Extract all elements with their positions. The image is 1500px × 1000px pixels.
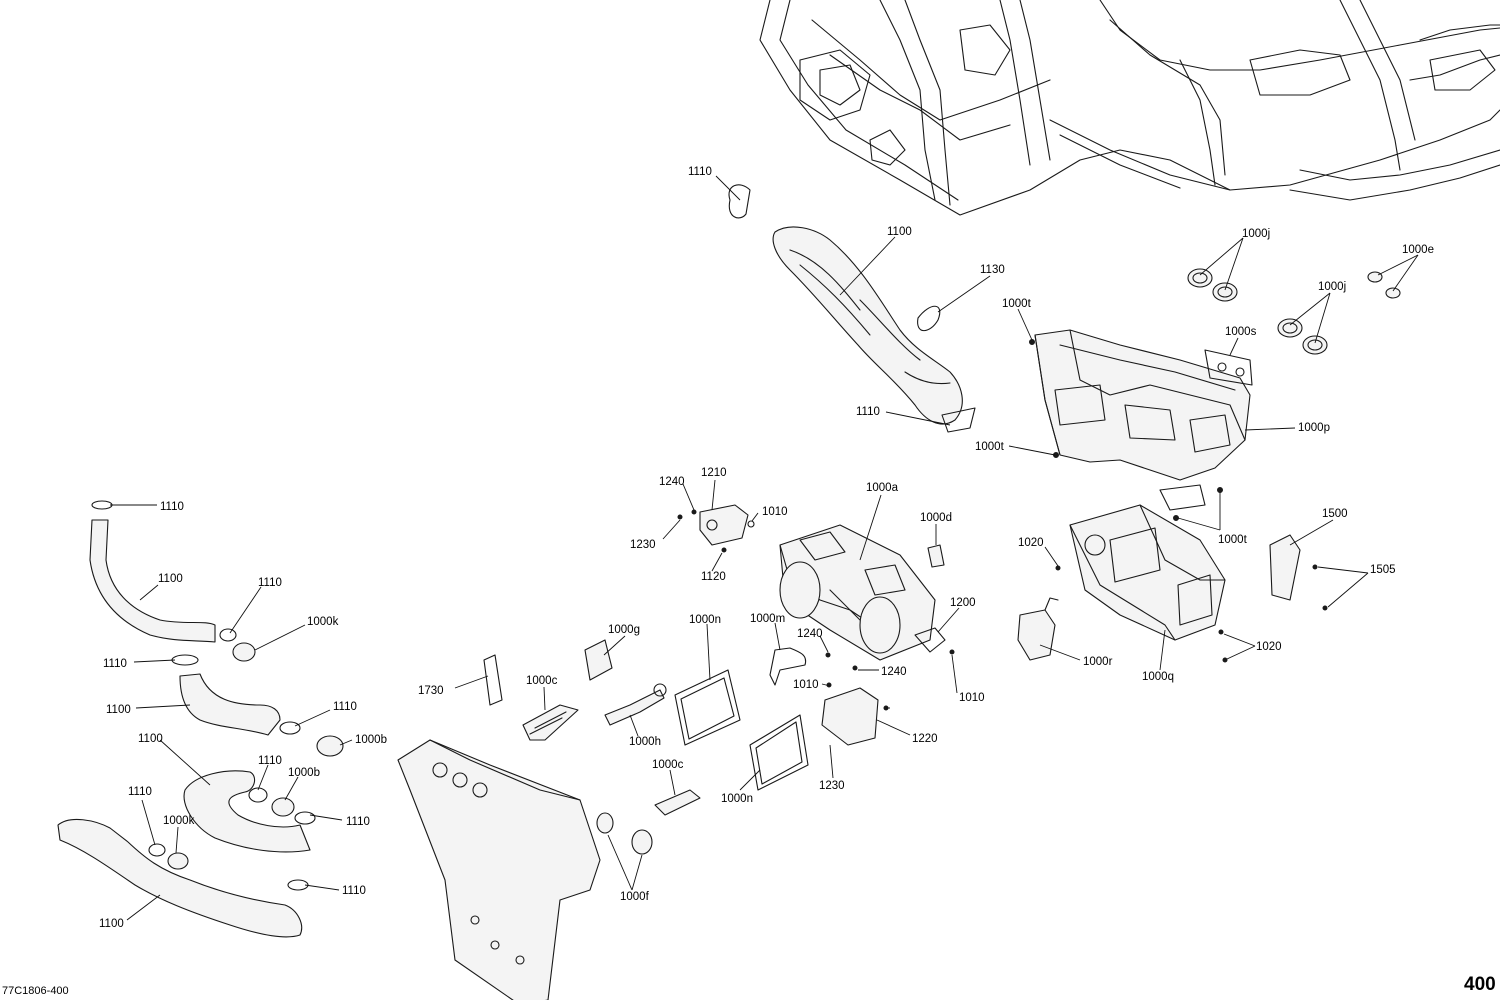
callout-label: 1130	[980, 264, 1005, 276]
callout-label: 1000g	[608, 624, 640, 636]
callout-label: 1000j	[1318, 281, 1346, 293]
callout-label: 1230	[819, 780, 845, 792]
upper-duct-assembly	[728, 184, 976, 433]
callout-labels: 1110 1100 1130 1110 1000j 1000e 1000j 10…	[99, 166, 1434, 930]
lower-housing-1000q	[1017, 504, 1328, 663]
callout-label: 1100	[887, 226, 912, 238]
callout-label: 1000e	[1402, 244, 1434, 256]
callout-label: 1100	[158, 573, 183, 585]
callout-label: 1240	[659, 476, 685, 488]
callout-label: 1010	[959, 692, 985, 704]
blower-motor-1000a	[779, 524, 955, 688]
callout-label: 1240	[797, 628, 823, 640]
callout-label: 1505	[1370, 564, 1396, 576]
callout-label: 1000n	[721, 793, 753, 805]
callout-label: 1220	[912, 733, 938, 745]
electrical-components	[522, 639, 807, 816]
callout-label: 1210	[701, 467, 727, 479]
callout-label: 1000q	[1142, 671, 1174, 683]
page-number: 400	[1464, 974, 1496, 995]
callout-label: 1110	[688, 166, 712, 178]
filters-1000n	[674, 669, 809, 791]
callout-label: 1000n	[689, 614, 721, 626]
callout-label: 1000k	[163, 815, 195, 827]
callout-label: 1000k	[307, 616, 339, 628]
callout-label: 1000r	[1083, 656, 1113, 668]
callout-label: 1020	[1256, 641, 1282, 653]
callout-label: 1110	[160, 501, 184, 513]
callout-label: 1110	[346, 816, 370, 828]
callout-label: 1000p	[1298, 422, 1330, 434]
vehicle-frame-illustration	[759, 0, 1500, 216]
callout-label: 1000f	[620, 891, 650, 903]
callout-label: 1000t	[975, 441, 1005, 453]
callout-label: 1000t	[1002, 298, 1032, 310]
callout-label: 1010	[793, 679, 819, 691]
callout-label: 1010	[762, 506, 788, 518]
callout-label: 1000a	[866, 482, 899, 494]
panel-1730	[483, 654, 503, 706]
callout-label: 1110	[856, 406, 880, 418]
leader-lines	[110, 175, 1419, 921]
callout-label: 1000b	[288, 767, 320, 779]
left-duct-assemblies	[57, 500, 344, 938]
callout-label: 1200	[950, 597, 976, 609]
callout-label: 1500	[1322, 508, 1348, 520]
callout-label: 1240	[881, 666, 907, 678]
door-1220	[821, 687, 889, 746]
callout-label: 1000d	[920, 512, 952, 524]
callout-label: 1000s	[1225, 326, 1257, 338]
callout-label: 1100	[106, 704, 131, 716]
mounting-plate	[397, 739, 601, 1000]
grommets-1000f	[596, 812, 653, 855]
callout-label: 1110	[258, 755, 282, 767]
callout-label: 1000c	[526, 675, 558, 687]
callout-label: 1000j	[1242, 228, 1270, 240]
callout-label: 1730	[418, 685, 444, 697]
callout-label: 1000h	[629, 736, 661, 748]
callout-label: 1000b	[355, 734, 387, 746]
upper-housing-1000p	[1029, 329, 1253, 521]
callout-label: 1100	[138, 733, 163, 745]
callout-label: 1230	[630, 539, 656, 551]
callout-label: 1110	[128, 786, 152, 798]
callout-label: 1000m	[750, 613, 785, 625]
bracket-1210	[677, 504, 755, 553]
callout-label: 1100	[99, 918, 124, 930]
callout-label: 1110	[103, 658, 127, 670]
callout-label: 1120	[701, 571, 726, 583]
callout-label: 1110	[342, 885, 366, 897]
callout-label: 1000c	[652, 759, 684, 771]
vent-bezels	[1187, 268, 1401, 355]
callout-label: 1110	[333, 701, 357, 713]
callout-label: 1000t	[1218, 534, 1248, 546]
callout-label: 1110	[258, 577, 282, 589]
callout-label: 1020	[1018, 537, 1044, 549]
drawing-code: 77C1806-400	[2, 985, 69, 997]
